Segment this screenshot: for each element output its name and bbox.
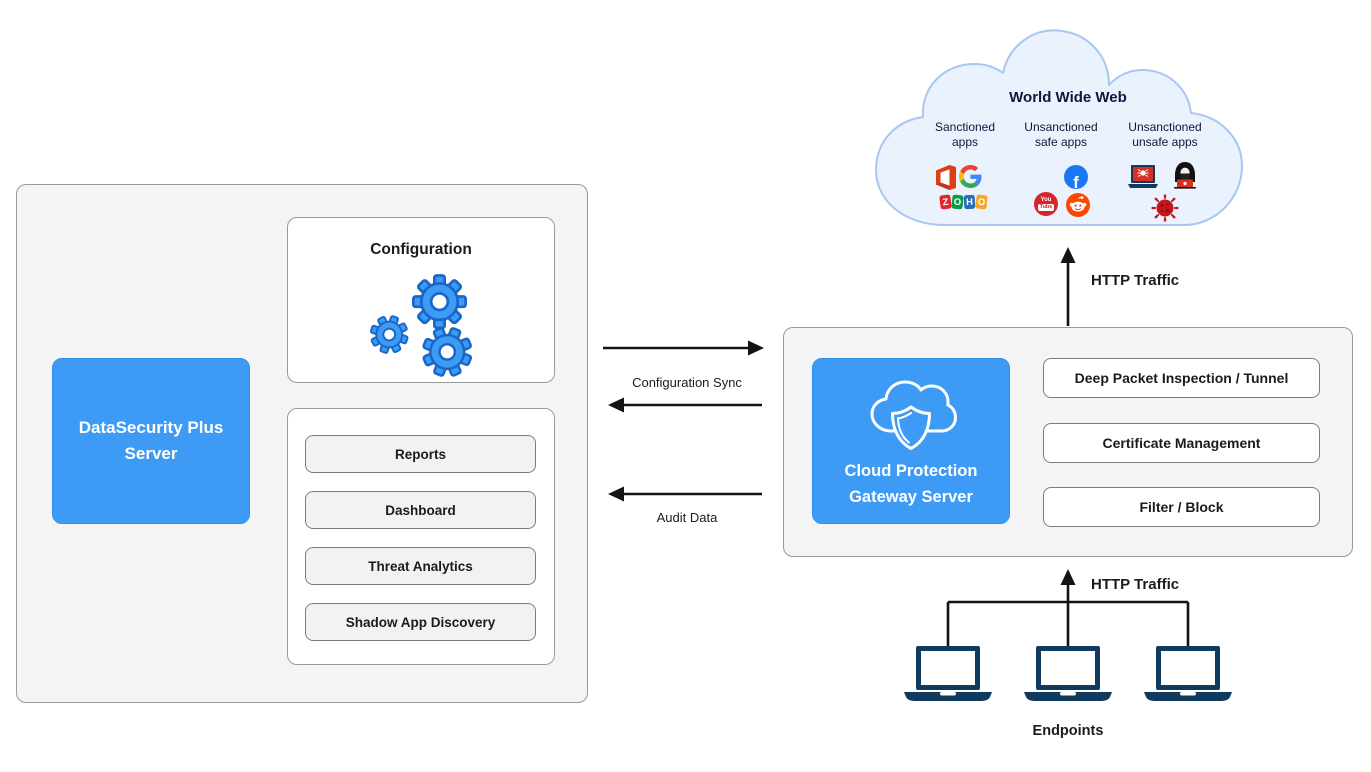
endpoints-label: Endpoints [1032, 723, 1104, 739]
module-dashboard: Dashboard [305, 491, 536, 529]
zoho-letter: H [963, 194, 976, 210]
feature-certificate-management: Certificate Management [1043, 423, 1320, 463]
reddit-icon [1066, 193, 1090, 217]
audit-data-label: Audit Data [656, 510, 718, 525]
hacker-icon [1174, 162, 1196, 189]
http-traffic-endpoints-label: HTTP Traffic [1091, 576, 1180, 593]
infected-laptop-icon [1128, 165, 1158, 188]
youtube-text-bottom: Tube [1037, 204, 1055, 211]
google-icon [959, 165, 982, 188]
arrowhead [608, 486, 624, 502]
datasecurity-server-label: DataSecurity Plus Server [78, 417, 224, 463]
gateway-server-box: Cloud Protection Gateway Server [812, 358, 1010, 524]
virus-icon [1151, 194, 1179, 222]
endpoint-laptop-icon [904, 646, 992, 701]
arrowhead [748, 340, 764, 356]
endpoint-laptop-icon [1024, 646, 1112, 701]
facebook-icon: f [1064, 165, 1088, 189]
category-label-unsanctioned-safe: Unsanctioned safe apps [1024, 120, 1098, 149]
cloud-shield-icon [870, 380, 957, 451]
category-label-unsanctioned-unsafe: Unsanctioned unsafe apps [1128, 120, 1202, 149]
arrowhead [1060, 569, 1076, 585]
feature-filter-block: Filter / Block [1043, 487, 1320, 527]
configuration-sync-label: Configuration Sync [632, 375, 742, 390]
zoho-letter: Z [939, 194, 952, 210]
module-threat-analytics: Threat Analytics [305, 547, 536, 585]
microsoft-office-icon [936, 165, 956, 190]
configuration-title: Configuration [370, 241, 472, 258]
module-shadow-app-discovery: Shadow App Discovery [305, 603, 536, 641]
category-label-sanctioned: Sanctioned apps [934, 120, 996, 149]
facebook-letter: f [1073, 173, 1079, 189]
datasecurity-server-box: DataSecurity Plus Server [52, 358, 250, 524]
endpoint-laptop-icon [1144, 646, 1232, 701]
http-traffic-web-label: HTTP Traffic [1091, 272, 1180, 289]
arrowhead [608, 397, 624, 413]
zoho-icon: Z O H O [939, 194, 988, 210]
gateway-server-label: Cloud Protection Gateway Server [844, 462, 978, 506]
zoho-letter: O [975, 194, 988, 210]
configuration-box: Configuration [287, 217, 555, 383]
www-cloud-title: World Wide Web [1009, 89, 1127, 106]
gears-icon [364, 274, 481, 379]
youtube-icon: You Tube [1034, 192, 1058, 216]
endpoint-laptops [904, 646, 1232, 701]
feature-deep-packet-inspection: Deep Packet Inspection / Tunnel [1043, 358, 1320, 398]
youtube-text-top: You [1040, 197, 1052, 203]
module-reports: Reports [305, 435, 536, 473]
zoho-letter: O [951, 194, 964, 210]
arrowhead [1060, 247, 1076, 263]
